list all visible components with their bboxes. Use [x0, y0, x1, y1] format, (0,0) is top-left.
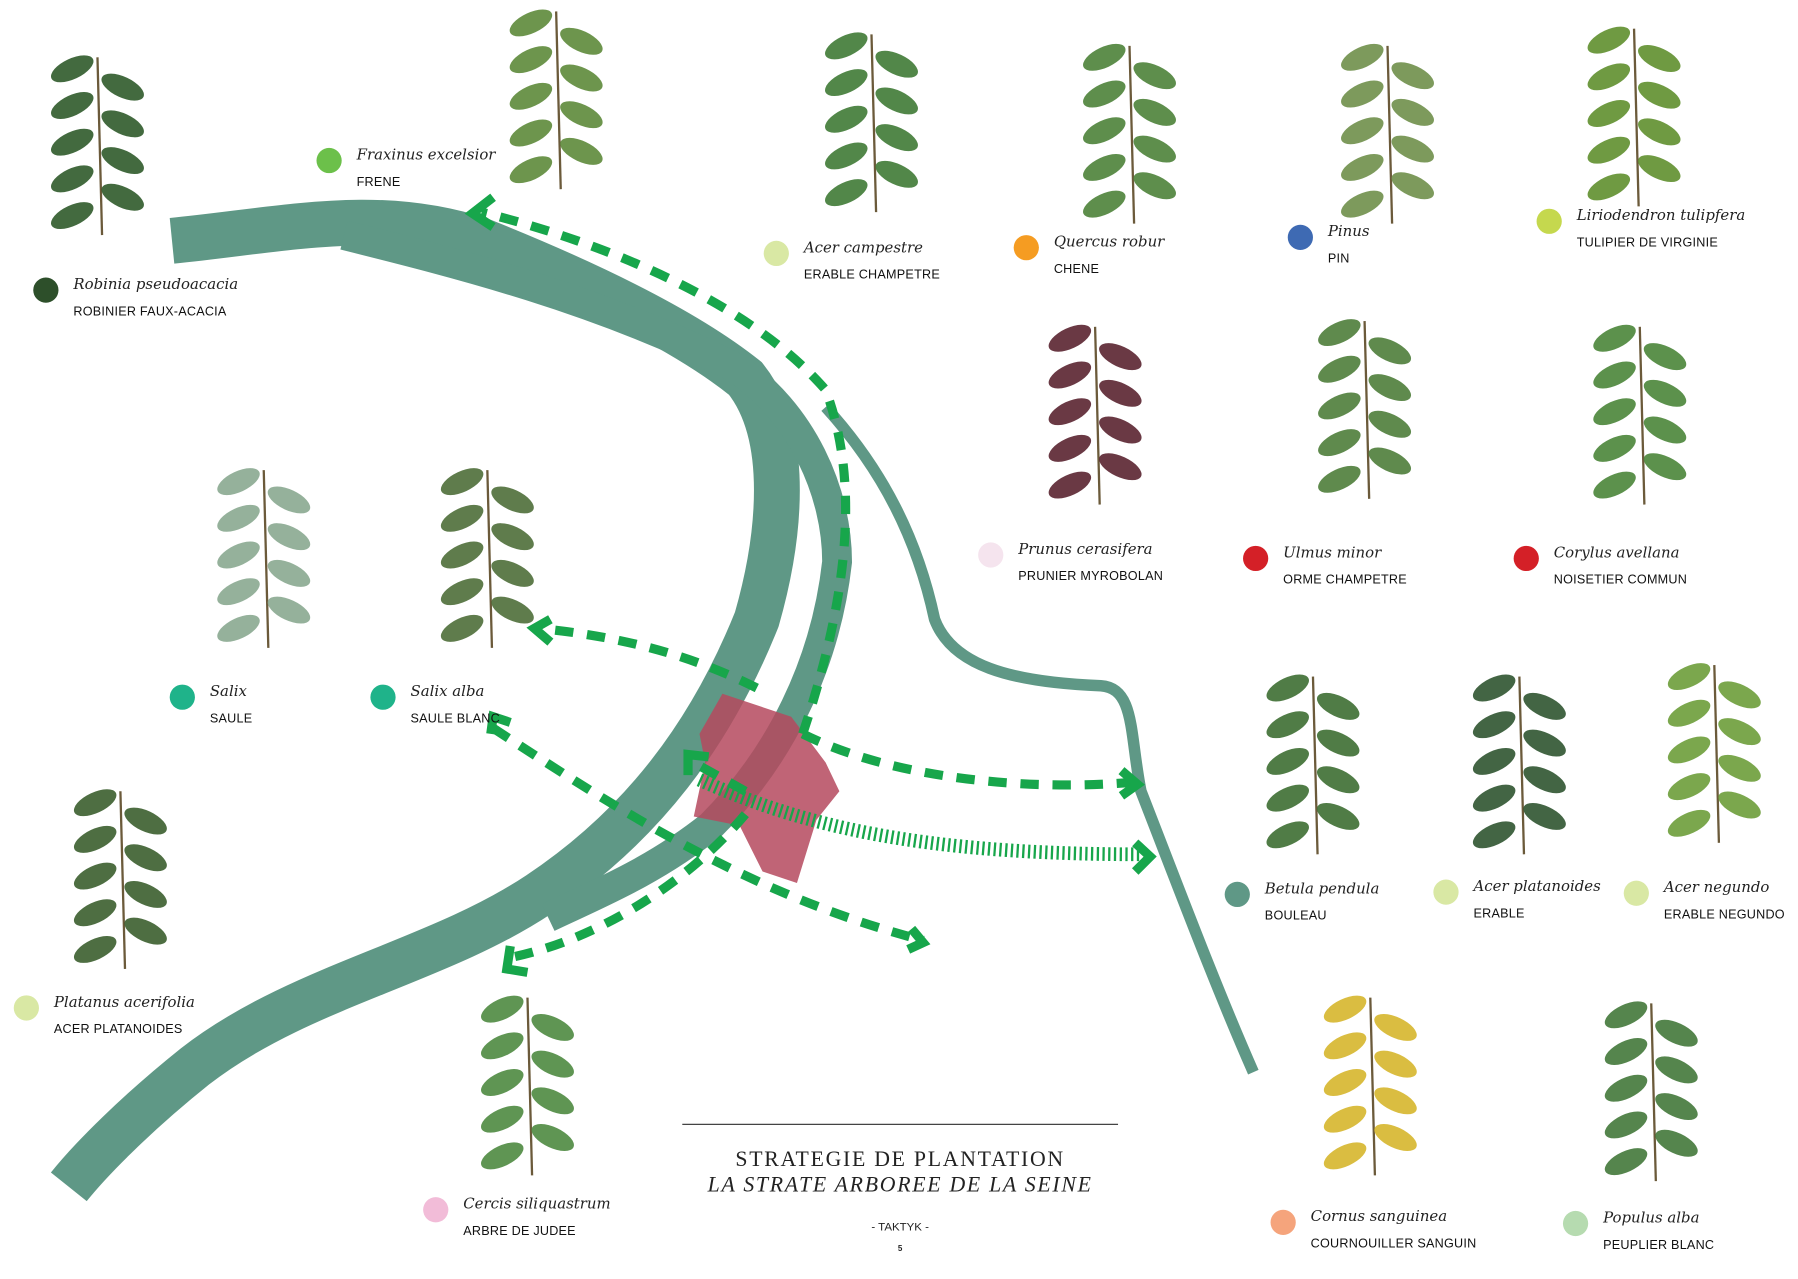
- page-number: 5: [897, 1245, 903, 1254]
- leaf-specimen-image: [217, 468, 311, 648]
- author-label: - TAKTYK -: [871, 1221, 929, 1234]
- species-common-name: CHENE: [1053, 262, 1100, 277]
- leaf-specimen-image: [1323, 995, 1417, 1176]
- arrow-to-east: [800, 729, 1136, 790]
- leaf-specimen-image: [1341, 43, 1434, 224]
- species-color-dot: [763, 240, 789, 267]
- species-common-name: FRENE: [356, 175, 401, 190]
- species-latin-name: Acer platanoides: [1473, 878, 1601, 896]
- species-common-name: PRUNIER MYROBOLAN: [1018, 569, 1164, 584]
- species-color-dot: [978, 542, 1004, 568]
- species-color-dot: [1513, 545, 1539, 572]
- site-building: [693, 693, 840, 883]
- species-latin-name: Liriodendron tulipfera: [1576, 207, 1746, 225]
- leaf-specimen-image: [1318, 319, 1412, 499]
- arrow-to-salix-alba: [538, 623, 759, 693]
- leaf-specimen-image: [825, 32, 918, 213]
- seine-main-channel: [50, 199, 800, 1202]
- species-color-dot: [1287, 224, 1313, 250]
- dispersal-arrows: [480, 207, 1136, 962]
- species-common-name: SAULE: [209, 712, 253, 726]
- species-latin-name: Corylus avellana: [1553, 544, 1680, 562]
- species-latin-name: Prunus cerasifera: [1018, 541, 1153, 559]
- leaf-specimen-image: [509, 9, 603, 190]
- leaf-specimen-image: [440, 468, 534, 648]
- species-color-dot: [1224, 881, 1250, 908]
- species-color-dot: [1623, 880, 1649, 906]
- species-latin-name: Cercis siliquastrum: [463, 1196, 611, 1214]
- arrow-to-site-west: [691, 758, 748, 796]
- species-color-dot: [1243, 545, 1269, 572]
- species-common-name: PIN: [1327, 252, 1350, 267]
- leaf-specimen-image: [1472, 674, 1566, 855]
- leaf-specimen-image: [1593, 324, 1687, 505]
- arrow-to-cercis: [509, 811, 749, 962]
- species-color-dot: [1270, 1209, 1296, 1235]
- tributary-stream: [821, 403, 1259, 1075]
- species-common-name: NOISETIER COMMUN: [1553, 573, 1688, 588]
- species-latin-name: Fraxinus excelsior: [356, 146, 496, 164]
- species-color-dot: [1433, 879, 1459, 905]
- species-common-name: ARBRE DE JUDEE: [463, 1224, 576, 1239]
- leaf-specimen-image: [73, 789, 167, 969]
- species-latin-name: Acer negundo: [1663, 879, 1770, 897]
- species-color-dot: [169, 684, 195, 710]
- title-block: STRATEGIE DE PLANTATION LA STRATE ARBORE…: [682, 1123, 1119, 1254]
- species-common-name: ERABLE: [1473, 907, 1525, 921]
- leaf-specimen-image: [1667, 663, 1761, 843]
- species-latin-name: Ulmus minor: [1283, 544, 1382, 562]
- species-color-dot: [423, 1197, 449, 1223]
- leaf-specimen-image: [1604, 1001, 1698, 1182]
- species-common-name: ORME CHAMPETRE: [1283, 573, 1407, 588]
- species-common-name: TULIPIER DE VIRGINIE: [1576, 236, 1718, 250]
- species-common-name: ERABLE NEGUNDO: [1663, 908, 1785, 922]
- species-common-name: ACER PLATANOIDES: [53, 1022, 183, 1037]
- species-color-dot: [1536, 208, 1562, 234]
- species-common-name: SAULE BLANC: [410, 712, 500, 726]
- title-divider: [682, 1123, 1119, 1125]
- seine-secondary-channel: [340, 220, 852, 931]
- species-common-name: COURNOUILLER SANGUIN: [1310, 1237, 1477, 1252]
- leaf-specimen-image: [1587, 26, 1681, 207]
- arrow-to-frene: [480, 207, 851, 736]
- species-latin-name: Salix alba: [410, 683, 485, 701]
- species-latin-name: Populus alba: [1603, 1209, 1700, 1227]
- species-color-dot: [13, 995, 39, 1021]
- arrowheads: [464, 193, 1157, 977]
- leaf-specimen-image: [1083, 43, 1176, 224]
- species-color-dot: [316, 147, 342, 174]
- species-latin-name: Quercus robur: [1053, 233, 1165, 252]
- species-latin-name: Platanus acerifolia: [53, 994, 195, 1012]
- species-latin-name: Cornus sanguinea: [1310, 1208, 1448, 1226]
- species-color-dot: [33, 277, 59, 303]
- species-common-name: ROBINIER FAUX-ACACIA: [73, 305, 227, 319]
- species-latin-name: Pinus: [1327, 223, 1370, 241]
- species-color-dot: [370, 684, 396, 710]
- species-latin-name: Acer campestre: [803, 239, 923, 257]
- leaf-specimen-image: [481, 995, 574, 1176]
- species-color-dot: [1013, 235, 1039, 261]
- poster-subtitle: LA STRATE ARBOREE DE LA SEINE: [707, 1173, 1093, 1198]
- species-latin-name: Salix: [209, 683, 247, 701]
- leaf-specimen-image: [1266, 674, 1360, 855]
- species-latin-name: Betula pendula: [1264, 880, 1380, 898]
- species-latin-name: Robinia pseudoacacia: [73, 276, 239, 294]
- poster-title: STRATEGIE DE PLANTATION: [735, 1147, 1065, 1172]
- leaf-specimen-image: [1048, 324, 1142, 505]
- leaf-specimen-image: [51, 55, 144, 236]
- species-common-name: PEUPLIER BLANC: [1603, 1238, 1715, 1253]
- species-common-name: BOULEAU: [1264, 909, 1327, 924]
- species-common-name: ERABLE CHAMPETRE: [803, 268, 940, 283]
- species-color-dot: [1562, 1210, 1589, 1237]
- leaf-specimens: [51, 9, 1761, 1182]
- dotted-arrow-east: [696, 773, 1141, 862]
